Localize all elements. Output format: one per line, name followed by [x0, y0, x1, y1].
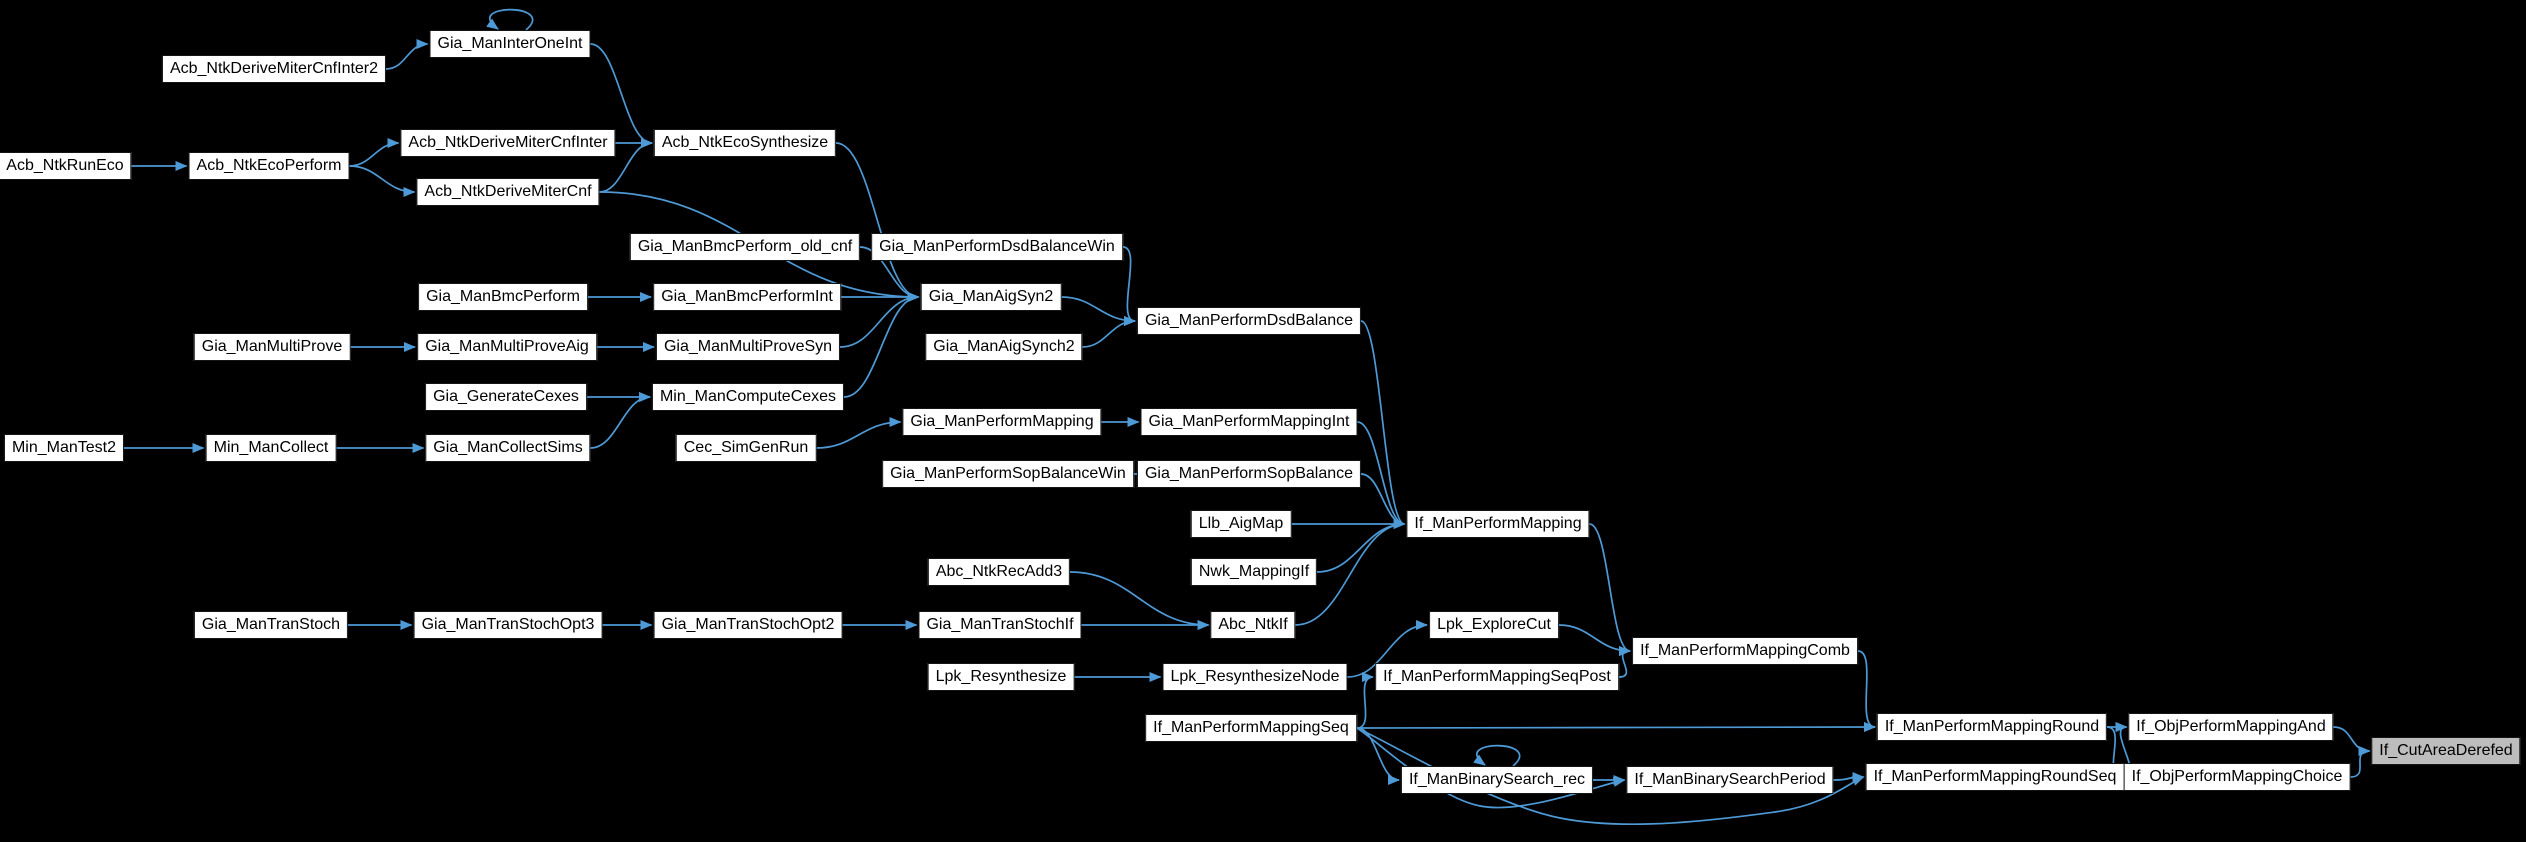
graph-node-sopbalance[interactable]: Gia_ManPerformSopBalance — [1136, 460, 1362, 488]
graph-node-binsearchrec[interactable]: If_ManBinarySearch_rec — [1400, 766, 1594, 794]
graph-node-cutareaderefed: If_CutAreaDerefed — [2371, 737, 2521, 765]
call-edge-mappingseq-mappinground — [1356, 722, 1876, 733]
graph-node-multiproveaig[interactable]: Gia_ManMultiProveAig — [417, 333, 597, 361]
call-edge-recadd3-abcntkif — [1069, 571, 1210, 630]
graph-node-bmcperform[interactable]: Gia_ManBmcPerform — [418, 283, 588, 311]
call-edge-mappingseq-seqpost — [1356, 672, 1374, 729]
self-call-edge-binsearchrec-binsearchrec — [1473, 744, 1521, 767]
graph-node-mappingseq[interactable]: If_ManPerformMappingSeq — [1145, 714, 1357, 742]
graph-node-transtoch[interactable]: Gia_ManTranStoch — [193, 611, 349, 639]
graph-node-multiprove[interactable]: Gia_ManMultiProve — [193, 333, 351, 361]
graph-node-mincollect[interactable]: Min_ManCollect — [205, 434, 337, 462]
call-edge-binsearchperiod-roundseq — [1833, 772, 1865, 783]
call-edge-abcntkif-ifperfmapping — [1295, 519, 1406, 626]
graph-node-aigsynch2[interactable]: Gia_ManAigSynch2 — [925, 333, 1083, 361]
call-edge-collectsims-computecexes — [590, 392, 651, 449]
call-edge-computecexes-aigsyn2 — [843, 292, 920, 398]
graph-node-lpkresyn[interactable]: Lpk_Resynthesize — [927, 663, 1075, 691]
call-edge-mitercnf-ecosynth — [599, 138, 653, 193]
graph-node-lpkresynnode[interactable]: Lpk_ResynthesizeNode — [1162, 663, 1348, 691]
graph-node-ifperfmapping[interactable]: If_ManPerformMapping — [1406, 510, 1590, 538]
graph-node-recadd3[interactable]: Abc_NtkRecAdd3 — [927, 558, 1071, 586]
graph-node-multiprovesyn[interactable]: Gia_ManMultiProveSyn — [655, 333, 841, 361]
call-edge-lpkresynnode-lpkexplorecut — [1347, 620, 1428, 678]
graph-node-generatecexes[interactable]: Gia_GenerateCexes — [425, 383, 587, 411]
graph-node-seqpost[interactable]: If_ManPerformMappingSeqPost — [1375, 663, 1619, 691]
call-edge-ifperfmapping-mappingcomb — [1589, 523, 1631, 656]
graph-node-llbaigmap[interactable]: Llb_AigMap — [1190, 510, 1292, 538]
call-edge-mappingcomb-mappinground — [1857, 650, 1876, 732]
graph-node-ecosynth[interactable]: Acb_NtkEcoSynthesize — [653, 129, 837, 157]
graph-node-nwkmappingif[interactable]: Nwk_MappingIf — [1190, 558, 1318, 586]
call-edge-simgenrun-perfmapping — [816, 417, 902, 449]
graph-node-dsdbalance[interactable]: Gia_ManPerformDsdBalance — [1136, 307, 1362, 335]
call-edge-inter2-interoneint — [385, 39, 429, 70]
call-edge-nwkmappingif-ifperfmapping — [1316, 519, 1406, 573]
graph-node-abcntkif[interactable]: Abc_NtkIf — [1210, 611, 1296, 639]
graph-node-binsearchperiod[interactable]: If_ManBinarySearchPeriod — [1626, 766, 1834, 794]
call-edge-mappingseq-binsearchrec — [1356, 727, 1400, 785]
graph-node-dsdbalwin[interactable]: Gia_ManPerformDsdBalanceWin — [871, 233, 1123, 261]
graph-node-objmapchoice[interactable]: If_ObjPerformMappingChoice — [2123, 763, 2351, 791]
call-edge-perfmappingint-ifperfmapping — [1357, 421, 1406, 529]
call-edge-objmapchoice-cutareaderefed — [2350, 746, 2371, 778]
graph-node-bmcoldcnf[interactable]: Gia_ManBmcPerform_old_cnf — [629, 233, 861, 261]
call-edge-dsdbalwin-dsdbalance — [1122, 246, 1136, 326]
graph-node-perfmapping[interactable]: Gia_ManPerformMapping — [902, 408, 1102, 436]
call-edge-ecoperform-mitercnf — [349, 165, 416, 197]
graph-node-sopbalwin[interactable]: Gia_ManPerformSopBalanceWin — [882, 460, 1134, 488]
graph-node-aigsyn2[interactable]: Gia_ManAigSyn2 — [920, 283, 1062, 311]
graph-node-computecexes[interactable]: Min_ManComputeCexes — [651, 383, 845, 411]
graph-node-ecoperform[interactable]: Acb_NtkEcoPerform — [188, 152, 350, 180]
graph-node-mappingcomb[interactable]: If_ManPerformMappingComb — [1632, 637, 1858, 665]
graph-node-mitercnf[interactable]: Acb_NtkDeriveMiterCnf — [416, 178, 600, 206]
graph-node-transtochopt3[interactable]: Gia_ManTranStochOpt3 — [413, 611, 603, 639]
graph-node-lpkexplorecut[interactable]: Lpk_ExploreCut — [1429, 611, 1559, 639]
graph-node-transtochopt2[interactable]: Gia_ManTranStochOpt2 — [653, 611, 843, 639]
graph-node-mappinground[interactable]: If_ManPerformMappingRound — [1876, 713, 2108, 741]
graph-node-perfmappingint[interactable]: Gia_ManPerformMappingInt — [1140, 408, 1358, 436]
graph-node-objmapand[interactable]: If_ObjPerformMappingAnd — [2128, 713, 2334, 741]
call-edge-multiprovesyn-aigsyn2 — [839, 292, 920, 348]
graph-node-runeco[interactable]: Acb_NtkRunEco — [0, 152, 132, 180]
graph-node-roundseq[interactable]: If_ManPerformMappingRoundSeq — [1865, 763, 2125, 791]
call-edge-objmapand-cutareaderefed — [2333, 726, 2371, 756]
graph-node-collectsims[interactable]: Gia_ManCollectSims — [425, 434, 591, 462]
call-edge-seqpost-mappingcomb — [1618, 646, 1631, 678]
graph-node-transtochif[interactable]: Gia_ManTranStochIf — [918, 611, 1082, 639]
graph-node-bmcperformint[interactable]: Gia_ManBmcPerformInt — [653, 283, 841, 311]
self-call-edge-interoneint-interoneint — [486, 8, 534, 31]
graph-node-cnfinter[interactable]: Acb_NtkDeriveMiterCnfInter — [400, 129, 616, 157]
call-edge-aigsyn2-dsdbalance — [1061, 296, 1136, 326]
graph-node-simgenrun[interactable]: Cec_SimGenRun — [675, 434, 817, 462]
call-edge-ecosynth-aigsyn2 — [835, 142, 920, 302]
call-edge-ecoperform-cnfinter — [349, 138, 400, 167]
graph-node-interoneint[interactable]: Gia_ManInterOneInt — [429, 30, 591, 58]
graph-node-mintest2[interactable]: Min_ManTest2 — [3, 434, 125, 462]
graph-node-inter2[interactable]: Acb_NtkDeriveMiterCnfInter2 — [161, 55, 387, 83]
call-edge-dsdbalance-ifperfmapping — [1360, 320, 1406, 529]
call-edge-aigsynch2-dsdbalance — [1082, 316, 1136, 348]
